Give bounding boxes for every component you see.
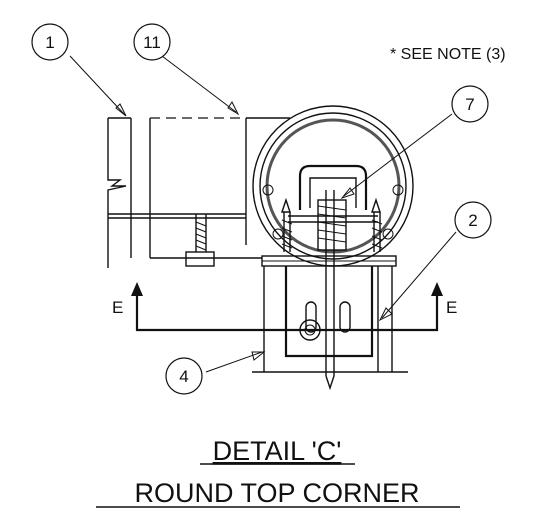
callout-11: 11	[133, 23, 171, 61]
anchor-rod	[325, 190, 335, 391]
title-line-2: ROUND TOP CORNER	[134, 478, 419, 508]
inner-bracket	[288, 164, 378, 251]
callout-7-label: 7	[465, 95, 474, 114]
leader-lines	[69, 55, 457, 373]
slots	[299, 301, 351, 341]
callout-11-label: 11	[143, 33, 161, 52]
section-marker-right: E	[446, 298, 457, 317]
callout-4-label: 4	[179, 367, 188, 386]
callout-2: 2	[454, 201, 492, 239]
fastener-screws	[281, 197, 383, 252]
post-box	[252, 266, 408, 373]
frame-body	[108, 117, 290, 259]
section-line-e	[131, 282, 443, 332]
section-marker-left: E	[112, 298, 123, 317]
base-plate	[261, 255, 397, 267]
callout-2-label: 2	[468, 211, 477, 230]
see-note-text: * SEE NOTE (3)	[390, 46, 506, 63]
callout-7: 7	[451, 85, 489, 123]
callout-1: 1	[31, 23, 69, 61]
callout-4: 4	[165, 357, 203, 395]
title-line-1: DETAIL 'C'	[213, 436, 342, 466]
frame-screw	[185, 214, 215, 267]
left-wall	[107, 117, 132, 268]
callout-1-label: 1	[45, 33, 54, 52]
round-top-tube	[252, 105, 414, 267]
